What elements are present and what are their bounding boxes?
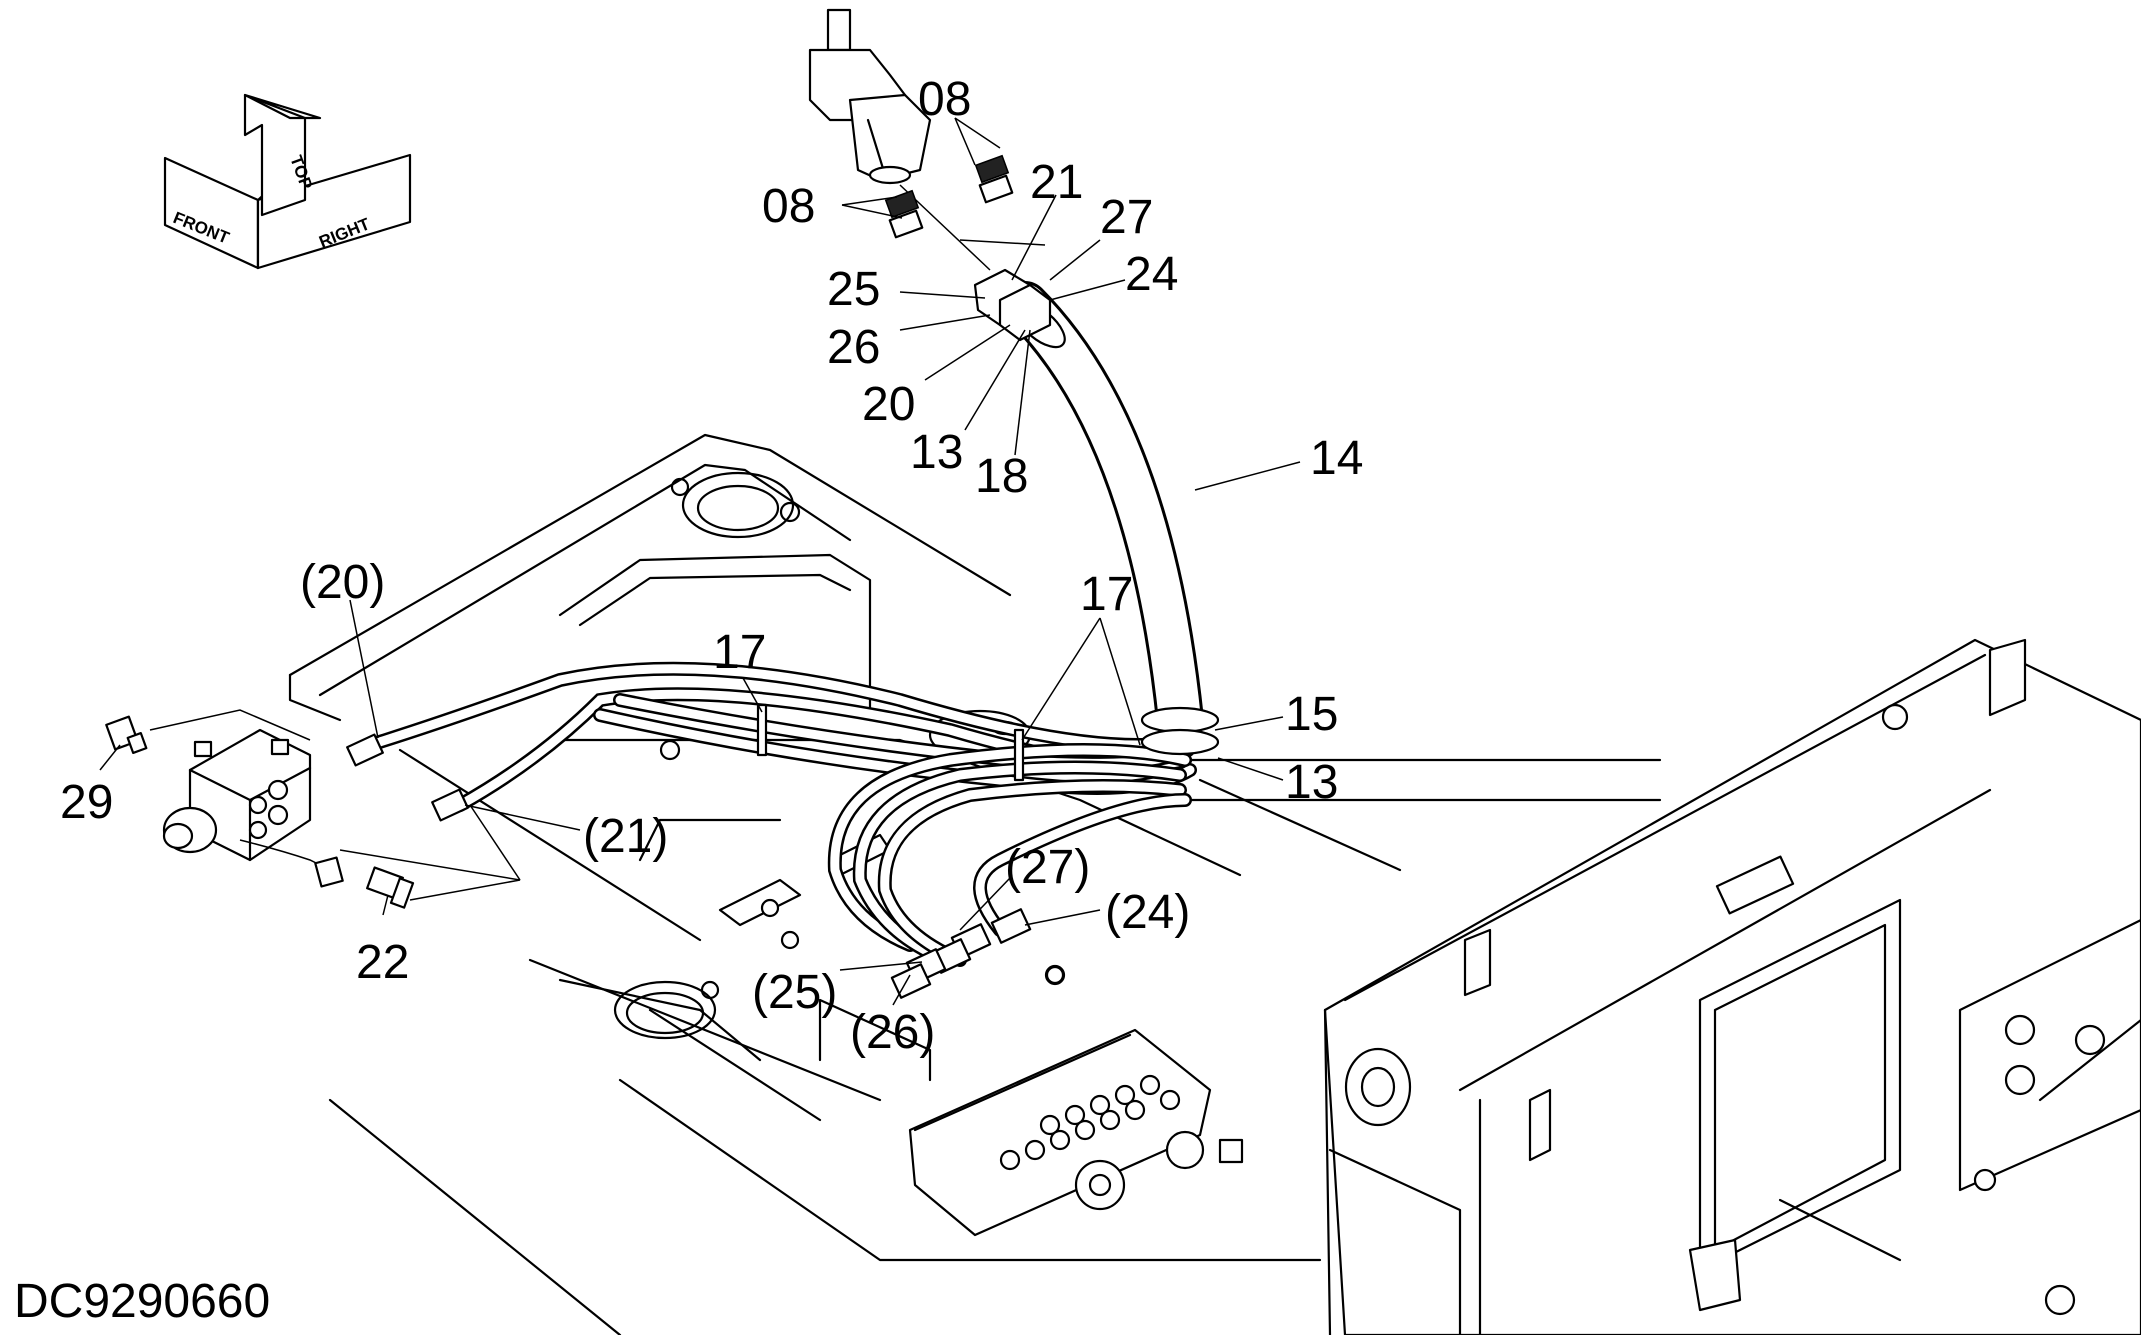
callout-13-upper: 13 <box>910 426 963 479</box>
callout-08-lower: 08 <box>762 180 815 233</box>
drawing-number: DC9290660 <box>14 1275 270 1328</box>
callout-18: 18 <box>975 450 1028 503</box>
callout-labels: 08 08 21 27 24 25 26 20 13 18 14 17 17 1… <box>60 73 1363 1059</box>
callout-20: 20 <box>862 378 915 431</box>
callout-21-paren: (21) <box>583 810 668 863</box>
machine-frame <box>288 433 2141 1335</box>
callout-24: 24 <box>1125 248 1178 301</box>
callout-26: 26 <box>827 321 880 374</box>
callout-08-upper: 08 <box>918 73 971 126</box>
solenoid-valve-block <box>105 709 521 909</box>
callout-15: 15 <box>1285 688 1338 741</box>
callout-24-paren: (24) <box>1105 886 1190 939</box>
pilot-valve <box>808 8 1052 342</box>
callout-20-paren: (20) <box>300 556 385 609</box>
orientation-arrows: FRONT TOP RIGHT <box>163 93 412 270</box>
callout-21: 21 <box>1030 156 1083 209</box>
callout-26-paren: (26) <box>850 1006 935 1059</box>
callout-27: 27 <box>1100 191 1153 244</box>
callout-27-paren: (27) <box>1005 841 1090 894</box>
callout-14: 14 <box>1310 432 1363 485</box>
callout-25: 25 <box>827 263 880 316</box>
callout-17-right: 17 <box>1080 568 1133 621</box>
callout-13-lower: 13 <box>1285 756 1338 809</box>
control-valve <box>718 833 1244 1237</box>
callout-29: 29 <box>60 776 113 829</box>
leader-lines <box>99 117 1301 1006</box>
callout-17-left: 17 <box>713 626 766 679</box>
callout-25-paren: (25) <box>752 966 837 1019</box>
callout-22: 22 <box>356 936 409 989</box>
